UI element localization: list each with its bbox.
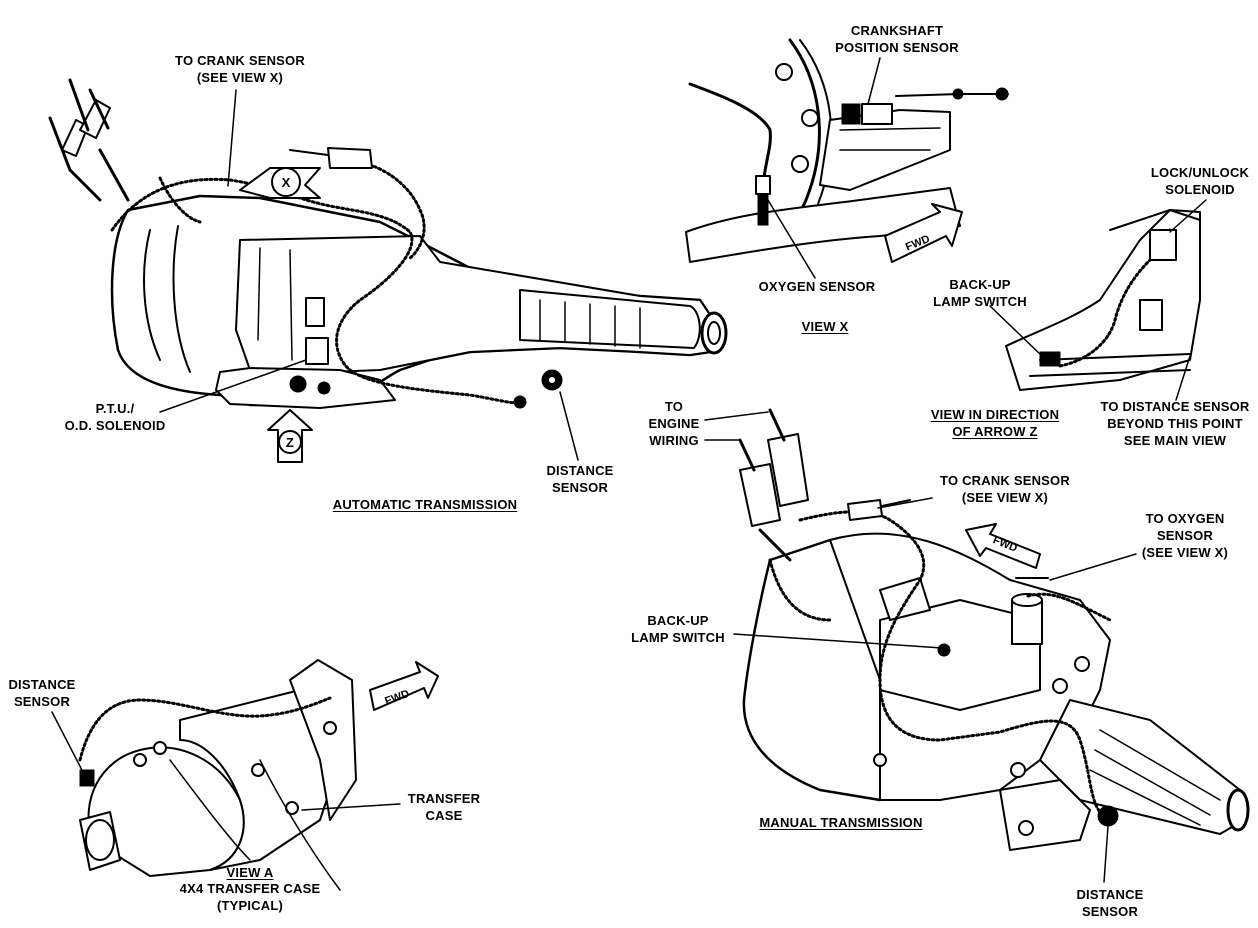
view-a-distance-sensor-label: DISTANCE SENSOR — [8, 677, 76, 709]
view-a-subtitle: 4X4 TRANSFER CASE (TYPICAL) — [179, 881, 321, 913]
transfer-case-label: TRANSFER CASE — [407, 791, 481, 823]
view-x-title: VIEW X — [801, 319, 849, 334]
manual-distance-sensor-label: DISTANCE SENSOR — [1076, 887, 1144, 919]
manual-transmission-drawing: FWD — [704, 408, 1250, 883]
auto-distance-sensor-label: DISTANCE SENSOR — [546, 463, 614, 495]
view-z-title: VIEW IN DIRECTION OF ARROW Z — [930, 407, 1060, 439]
auto-to-crank-sensor-label: TO CRANK SENSOR (SEE VIEW X) — [175, 53, 305, 85]
ptu-solenoid-label: P.T.U./ O.D. SOLENOID — [64, 401, 166, 433]
manual-to-crank-sensor-label: TO CRANK SENSOR (SEE VIEW X) — [940, 473, 1070, 505]
lock-unlock-solenoid-label: LOCK/UNLOCK SOLENOID — [1150, 165, 1250, 197]
to-engine-wiring-label: TO ENGINE WIRING — [648, 399, 700, 448]
oxygen-sensor-label: OXYGEN SENSOR — [758, 279, 876, 294]
view-x-drawing: FWD — [685, 38, 1009, 279]
automatic-transmission-title: AUTOMATIC TRANSMISSION — [332, 497, 518, 512]
view-z-drawing — [989, 199, 1207, 401]
view-x-marker: X — [281, 175, 291, 190]
crankshaft-sensor-label: CRANKSHAFT POSITION SENSOR — [835, 23, 959, 55]
to-oxygen-sensor-label: TO OXYGEN SENSOR (SEE VIEW X) — [1141, 511, 1229, 560]
arrow-z-marker: Z — [285, 435, 295, 450]
automatic-transmission-drawing — [48, 78, 728, 463]
manual-transmission-title: MANUAL TRANSMISSION — [759, 815, 923, 830]
view-a-drawing: FWD — [51, 659, 439, 891]
to-distance-sensor-label: TO DISTANCE SENSOR BEYOND THIS POINT SEE… — [1100, 399, 1250, 448]
view-a-title: VIEW A — [226, 865, 274, 880]
view-z-backup-switch-label: BACK-UP LAMP SWITCH — [933, 277, 1027, 309]
manual-backup-switch-label: BACK-UP LAMP SWITCH — [631, 613, 725, 645]
